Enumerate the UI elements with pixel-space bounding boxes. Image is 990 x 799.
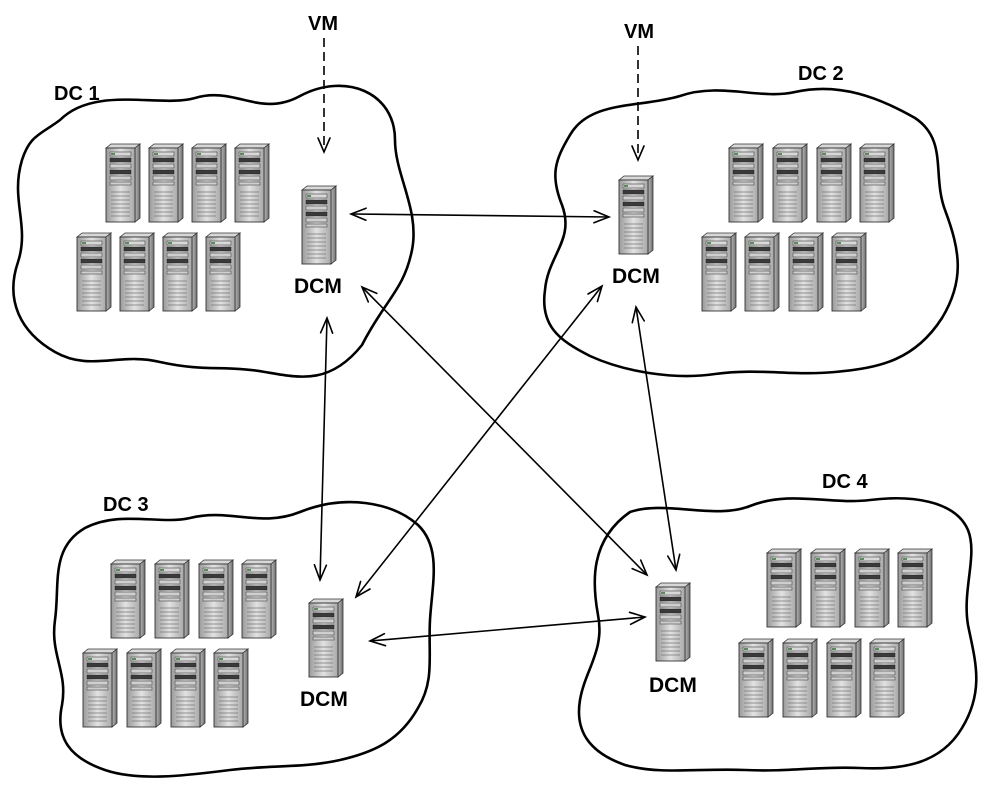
dcm-links	[313, 207, 681, 647]
dc2-cloud	[542, 87, 959, 378]
dc2-server-8	[831, 232, 867, 312]
dc2-label: DC 2	[798, 63, 844, 85]
vm-label-dc2: VM	[624, 21, 654, 43]
dc4-manager-server	[655, 582, 691, 662]
dc3-server-5	[82, 648, 118, 728]
dc2-server-6	[744, 232, 780, 312]
arrowhead-dc2-dc4-from	[631, 304, 646, 324]
dc1-label: DC 1	[54, 83, 100, 105]
link-dc1-dc2	[350, 213, 610, 218]
vm-label-dc1: VM	[308, 13, 338, 35]
dc1-manager-label: DCM	[294, 275, 342, 298]
dc2-server-7	[788, 232, 824, 312]
arrowhead-dc1-dc4-to	[631, 559, 649, 577]
dc4-server-4	[897, 548, 933, 628]
link-dc1-dc4	[361, 286, 648, 576]
arrowhead-dc1-dc3-to	[313, 563, 328, 583]
link-dc1-dc3	[319, 317, 328, 581]
dc2-manager-label: DCM	[612, 265, 660, 288]
dc1-server-7	[162, 232, 198, 312]
dc3-server-3	[198, 559, 234, 639]
link-dc3-dc4	[369, 616, 646, 642]
arrowhead-dc1-dc3-from	[319, 315, 334, 335]
dc1-server-1	[105, 143, 141, 223]
arrowhead-dc2-dc4-to	[666, 553, 681, 573]
dc3-server-8	[213, 648, 249, 728]
dc2-server-4	[859, 143, 895, 223]
vm-arrowhead-dc2	[631, 145, 645, 163]
dc1-server-5	[76, 232, 112, 312]
arrowhead-dc1-dc2-from	[348, 207, 367, 221]
dc4-server-7	[826, 638, 862, 718]
arrowhead-dc1-dc4-from	[360, 285, 378, 303]
dc4-server-6	[782, 638, 818, 718]
dc3-server-7	[170, 648, 206, 728]
link-dc2-dc4	[635, 306, 677, 571]
server-racks	[76, 143, 933, 728]
dc1-server-3	[191, 143, 227, 223]
dc3-manager-label: DCM	[300, 688, 348, 711]
dc1-server-2	[148, 143, 184, 223]
dc3-server-1	[110, 559, 146, 639]
dc2-server-3	[816, 143, 852, 223]
dc4-server-3	[854, 548, 890, 628]
dc1-server-8	[205, 232, 241, 312]
dc4-server-8	[869, 638, 905, 718]
dc2-server-1	[728, 143, 764, 223]
dc1-server-6	[119, 232, 155, 312]
arrowhead-dc2-dc3-to	[354, 580, 371, 599]
dc4-manager-label: DCM	[649, 674, 697, 697]
dc2-server-2	[772, 143, 808, 223]
dc4-server-2	[810, 548, 846, 628]
dc4-server-1	[766, 548, 802, 628]
dc3-server-4	[241, 559, 277, 639]
dc4-server-5	[738, 638, 774, 718]
dc1-server-4	[234, 143, 270, 223]
dc4-label: DC 4	[822, 471, 868, 493]
dc3-server-6	[126, 648, 162, 728]
arrowhead-dc3-dc4-from	[367, 632, 387, 647]
arrowhead-dc2-dc3-from	[587, 284, 604, 303]
dc1-manager-server	[301, 185, 337, 265]
arrowhead-dc1-dc2-to	[593, 210, 612, 224]
dc3-cloud	[52, 500, 436, 778]
arrowhead-dc3-dc4-to	[628, 611, 648, 626]
dc2-server-5	[701, 232, 737, 312]
link-dc2-dc3	[355, 285, 603, 598]
dc3-server-2	[154, 559, 190, 639]
dc3-manager-server	[308, 598, 344, 678]
dc3-label: DC 3	[103, 494, 149, 516]
dc2-manager-server	[618, 175, 654, 255]
dc1-cloud	[12, 84, 415, 378]
dc4-cloud	[577, 497, 978, 772]
vm-arrowhead-dc1	[317, 137, 331, 155]
